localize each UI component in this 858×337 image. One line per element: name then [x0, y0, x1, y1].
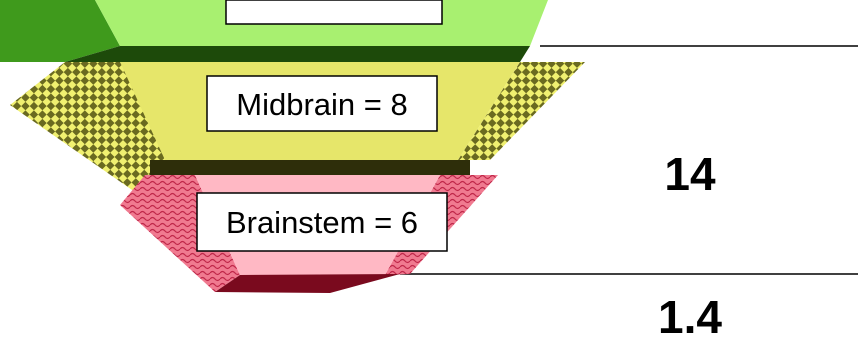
- top-layer-bottom-edge: [65, 46, 530, 62]
- midbrain-bottom-edge: [150, 160, 470, 175]
- midbrain-label-box: [206, 75, 438, 132]
- midbrain-label: Midbrain = 8: [236, 87, 407, 122]
- midbrain-left-side: [10, 62, 190, 192]
- midbrain-right-side: [458, 62, 585, 160]
- brainstem-label-box: [196, 192, 448, 252]
- brainstem-bottom-edge: [215, 274, 400, 293]
- top-layer-left-side: [0, 0, 120, 62]
- scale-value-lower: 1.4: [658, 291, 722, 337]
- brainstem-layer: Brainstem = 6: [120, 175, 498, 293]
- top-layer: [0, 0, 548, 62]
- midbrain-layer: Midbrain = 8: [10, 62, 585, 192]
- top-layer-label-box: [225, 0, 443, 25]
- brainstem-label: Brainstem = 6: [226, 205, 418, 240]
- brainstem-left-side: [120, 175, 240, 292]
- scale-value-upper: 14: [664, 148, 716, 200]
